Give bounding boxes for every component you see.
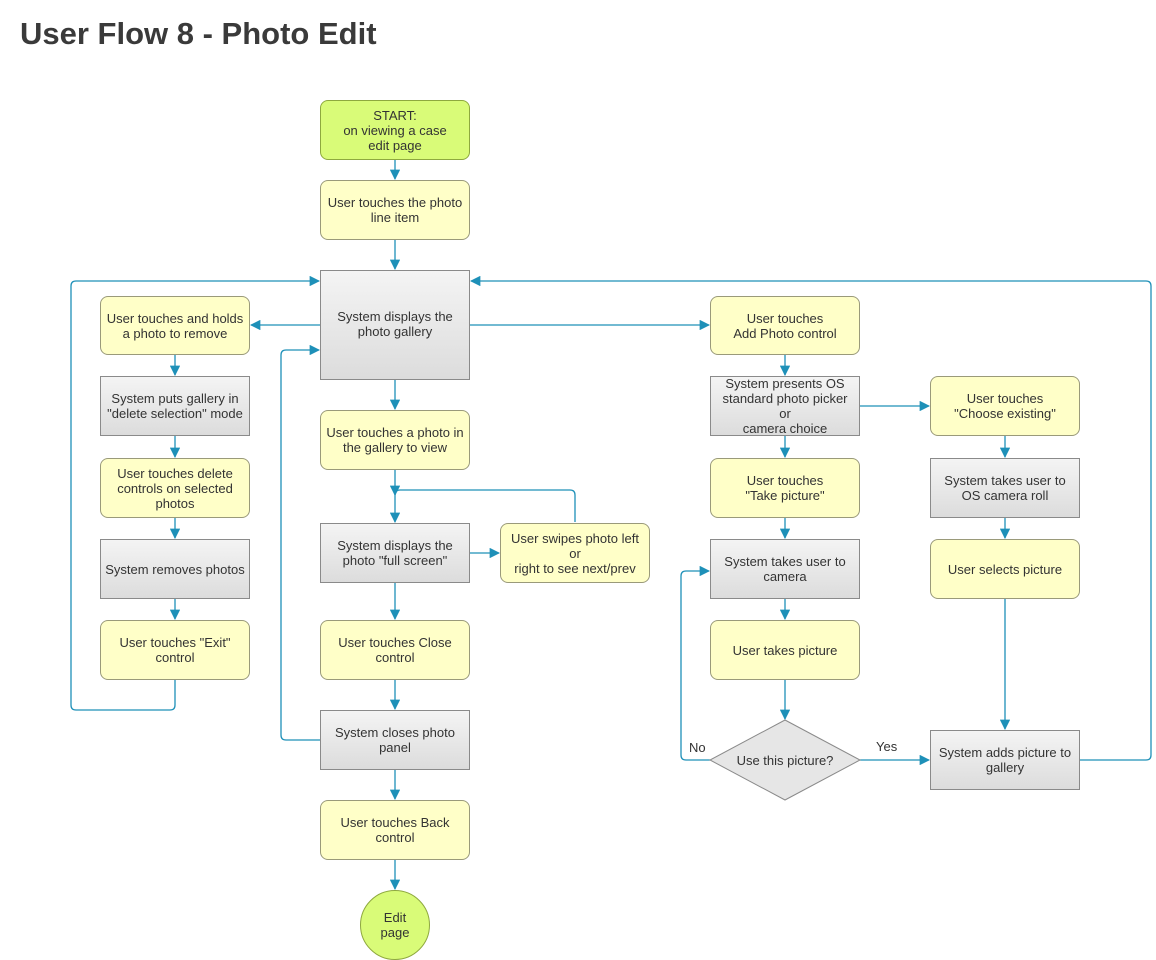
os-picker-node: System presents OS standard photo picker… (710, 376, 860, 436)
touch-delete-node: User touches delete controls on selected… (100, 458, 250, 518)
to-camera-node: System takes user to camera (710, 539, 860, 599)
touch-exit-node: User touches "Exit" control (100, 620, 250, 680)
select-picture-node: User selects picture (930, 539, 1080, 599)
touch-close-node: User touches Close control (320, 620, 470, 680)
closes-panel-node: System closes photo panel (320, 710, 470, 770)
edit-page-end-node: Edit page (360, 890, 430, 960)
system-fullscreen-node: System displays the photo "full screen" (320, 523, 470, 583)
touch-back-node: User touches Back control (320, 800, 470, 860)
edge-decision-no-to-to-camera (680, 565, 711, 761)
touch-add-node: User touches Add Photo control (710, 296, 860, 355)
choose-existing-node: User touches "Choose existing" (930, 376, 1080, 436)
edge-touch-exit-to-gallery (70, 275, 321, 711)
start-node: START: on viewing a case edit page (320, 100, 470, 160)
use-picture-decision-label: Use this picture? (736, 752, 834, 768)
take-picture-node: User touches "Take picture" (710, 458, 860, 518)
edge-adds-picture-to-gallery (469, 275, 1152, 761)
system-removes-node: System removes photos (100, 539, 250, 599)
edge-swipe-back-to-fullscreen (389, 485, 576, 522)
takes-picture-node: User takes picture (710, 620, 860, 680)
touch-photo-view-node: User touches a photo in the gallery to v… (320, 410, 470, 470)
edge-label-yes: Yes (876, 739, 898, 754)
edge-closes-panel-to-gallery (280, 344, 321, 741)
adds-picture-node: System adds picture to gallery (930, 730, 1080, 790)
system-gallery-node: System displays the photo gallery (320, 270, 470, 380)
swipe-node: User swipes photo left or right to see n… (500, 523, 650, 583)
touch-photo-line-node: User touches the photo line item (320, 180, 470, 240)
touch-hold-node: User touches and holds a photo to remove (100, 296, 250, 355)
page-title: User Flow 8 - Photo Edit (20, 16, 377, 51)
edge-label-no: No (689, 740, 706, 755)
delete-mode-node: System puts gallery in "delete selection… (100, 376, 250, 436)
camera-roll-node: System takes user to OS camera roll (930, 458, 1080, 518)
decision-diamond (708, 719, 862, 801)
